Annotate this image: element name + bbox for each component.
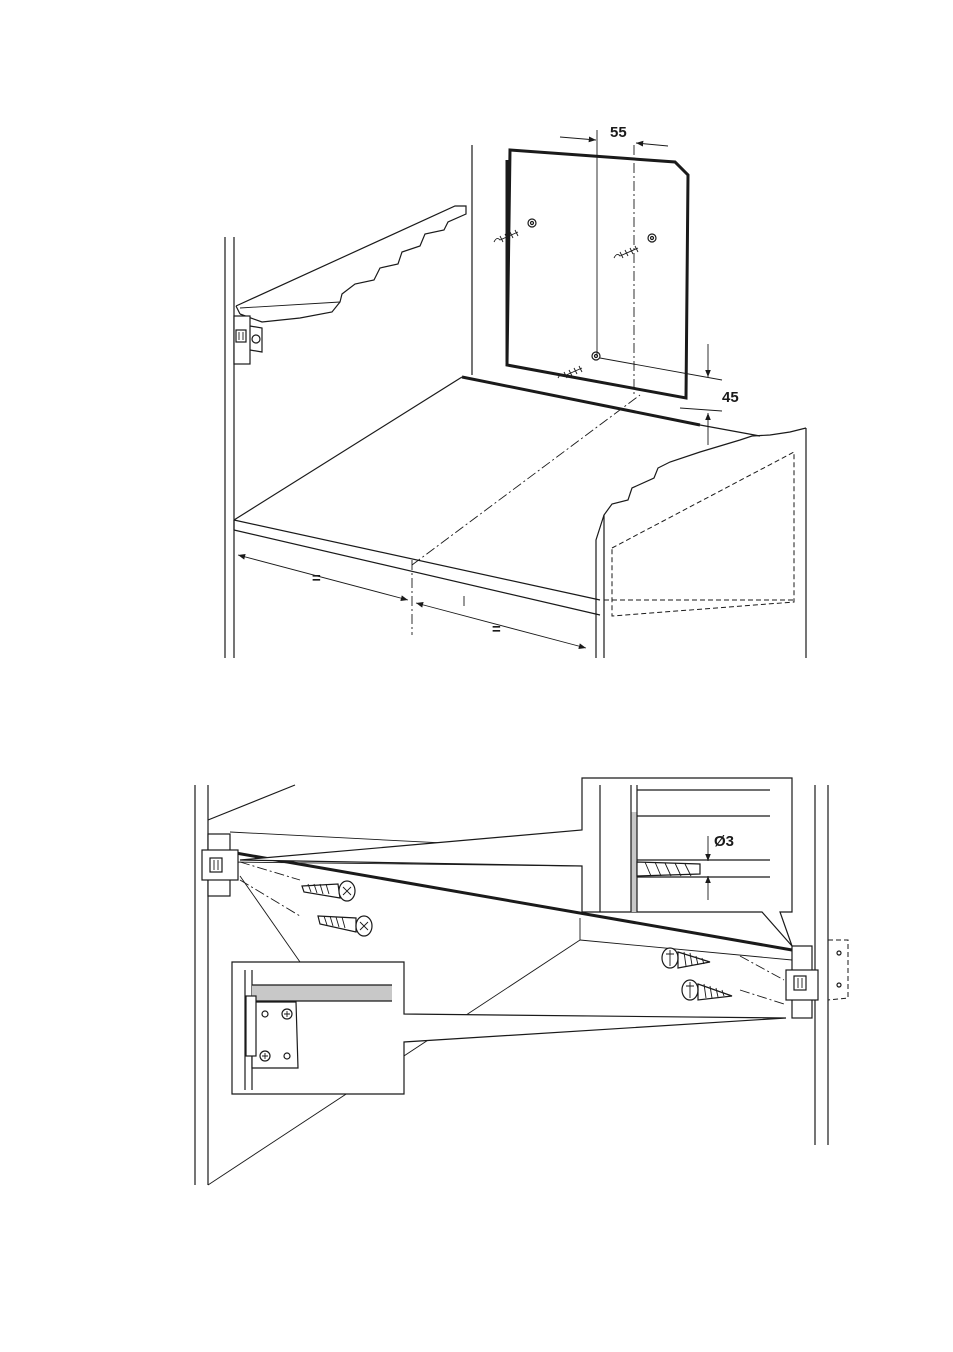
screw-icon <box>318 916 372 936</box>
drill-detail-callout: Ø3 <box>240 778 792 946</box>
screw-icon <box>662 948 710 968</box>
screw-icon <box>682 980 732 1000</box>
screw-icon <box>302 881 355 901</box>
cabinet-right-side <box>596 425 806 658</box>
screw-icon <box>614 234 656 258</box>
dimension-45-label: 45 <box>722 389 739 406</box>
shelf-bracket-right <box>740 946 818 1018</box>
bracket-fixing-figure: Ø3 <box>195 778 848 1185</box>
drill-diameter-label: Ø3 <box>714 833 734 850</box>
equal-mark-left: = <box>312 570 321 587</box>
screw-icon <box>494 219 536 242</box>
dimension-55-label: 55 <box>610 124 627 141</box>
equal-mark-right: = <box>492 621 501 638</box>
drilling-template-plate <box>507 150 688 398</box>
shelf-bracket-left <box>202 834 300 916</box>
lower-shelf <box>234 377 640 635</box>
upper-shelf <box>236 206 466 322</box>
dimension-55: 55 <box>560 124 668 395</box>
shelf-bracket-left <box>234 316 262 364</box>
cabinet-left-side <box>225 237 234 658</box>
cabinet-back-wall <box>462 145 700 425</box>
shelf-mounting-figure: 55 45 <box>225 124 806 658</box>
